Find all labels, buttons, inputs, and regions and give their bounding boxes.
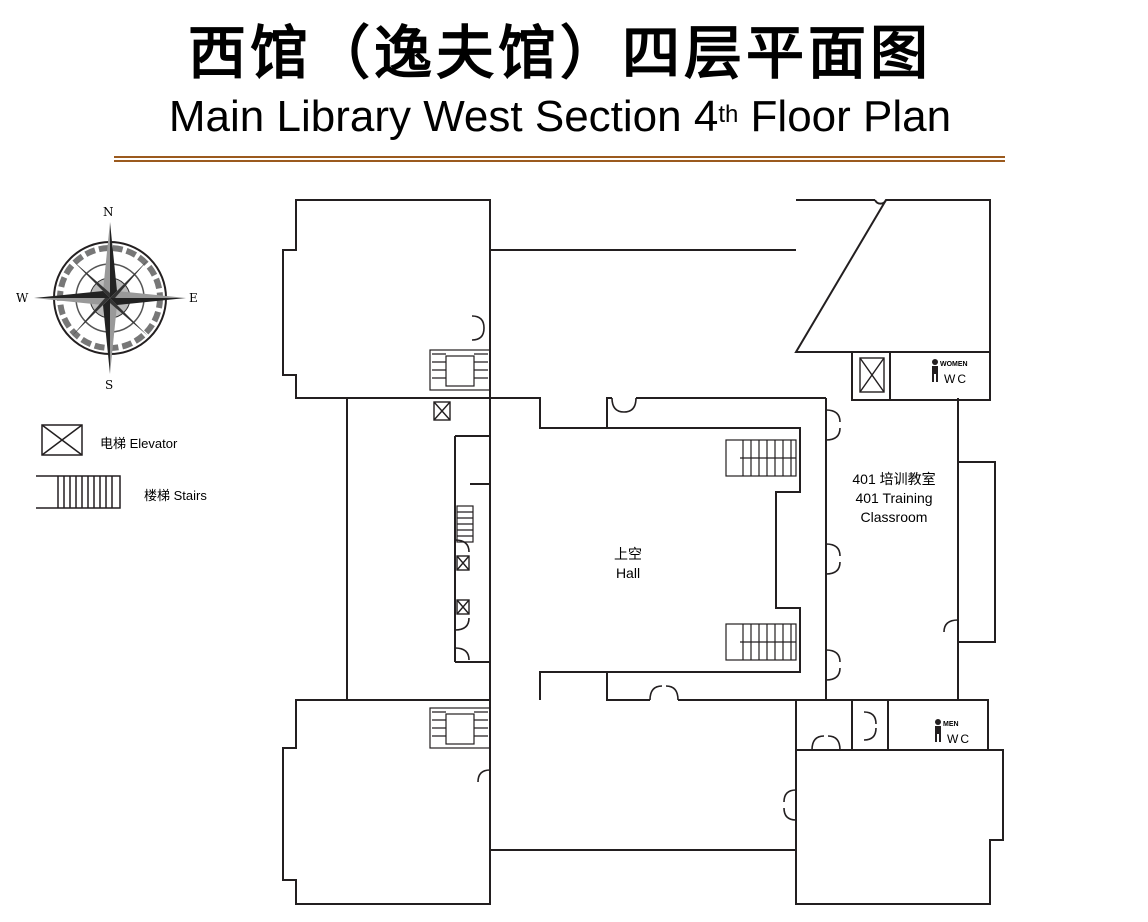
page-title-english: Main Library West Section 4th Floor Plan	[0, 90, 1120, 144]
legend-stairs-label: 楼梯 Stairs	[144, 488, 207, 503]
women-wc-label: WC	[944, 372, 968, 386]
wall-se-block	[795, 749, 1004, 905]
wall-classroom	[825, 398, 996, 701]
classroom-label-line1: 401 培训教室	[852, 471, 936, 487]
stairs-icons	[429, 349, 797, 749]
compass-west-label: W	[16, 291, 29, 305]
wall-ne-block	[794, 199, 991, 353]
compass-rose-icon	[34, 222, 186, 374]
title-divider-top	[114, 156, 1005, 158]
page-title-chinese: 西馆（逸夫馆）四层平面图	[187, 19, 932, 87]
women-wc-sublabel: WOMEN	[940, 361, 968, 368]
title-superscript: th	[718, 101, 739, 128]
classroom-label-line2: 401 Training	[855, 490, 933, 506]
women-person-icon	[932, 359, 938, 382]
legend-stairs-icon	[36, 475, 121, 509]
wall-nw-block	[282, 199, 491, 399]
legend-elevator-label: 电梯 Elevator	[100, 436, 178, 451]
compass-north-label: N	[103, 205, 114, 219]
title-tail: Floor Plan	[738, 92, 952, 141]
elevator-icons	[433, 357, 885, 615]
title-divider-bottom	[114, 160, 1005, 162]
wall-ne-wc	[851, 352, 991, 401]
compass-south-label: S	[105, 378, 114, 392]
legend-elevator-icon	[41, 424, 83, 456]
wall-hall	[490, 397, 826, 701]
hall-label: 上空 Hall	[588, 545, 668, 583]
door-swings	[454, 315, 959, 821]
men-person-icon	[935, 719, 941, 742]
hall-label-cn: 上空	[614, 546, 642, 562]
men-wc-sublabel: MEN	[943, 721, 959, 728]
compass-east-label: E	[189, 291, 198, 305]
hall-label-en: Hall	[615, 565, 641, 581]
classroom-label-line3: Classroom	[860, 509, 928, 525]
wall-sw-block	[282, 699, 491, 905]
wall-south-wing	[489, 700, 796, 851]
classroom-label: 401 培训教室 401 Training Classroom	[832, 470, 956, 527]
title-main: Main Library West Section 4	[168, 92, 719, 141]
men-wc-label: WC	[947, 732, 971, 746]
